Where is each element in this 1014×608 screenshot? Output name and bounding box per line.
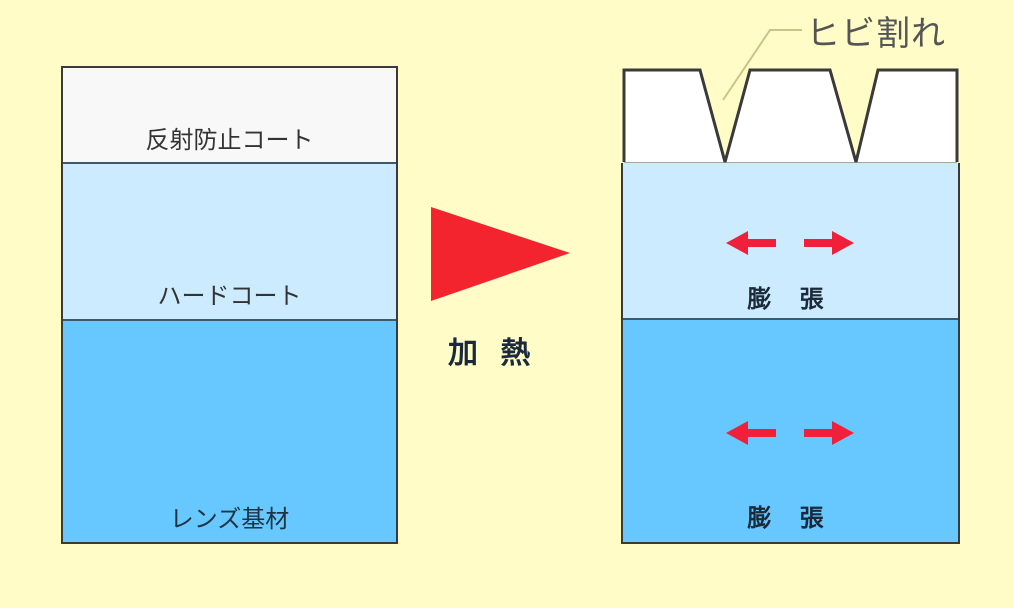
- heating-label: 加 熱: [448, 336, 537, 371]
- antireflection-coat-layer: 反射防止コート: [63, 68, 396, 163]
- hard-coat-expansion-label: 膨 張: [747, 285, 834, 313]
- before-heating-stack: 反射防止コート ハードコート レンズ基材: [61, 66, 398, 544]
- lens-base-label: レンズ基材: [169, 505, 290, 533]
- hard-coat-layer: ハードコート: [63, 164, 396, 320]
- expansion-arrows-icon: [726, 421, 854, 445]
- crack-label: ヒビ割れ: [806, 14, 946, 54]
- hard-coat-label: ハードコート: [157, 282, 302, 310]
- after-heating-stack: 膨 張 膨 張: [621, 163, 960, 544]
- layer-divider: [63, 162, 396, 164]
- hard-coat-layer-expanded: 膨 張: [623, 163, 958, 319]
- expansion-arrows-icon: [726, 231, 854, 255]
- heating-arrow-icon: [431, 207, 570, 301]
- antireflection-coat-label: 反射防止コート: [145, 126, 314, 154]
- layer-divider: [63, 319, 396, 321]
- lens-base-layer: レンズ基材: [63, 321, 396, 542]
- lens-base-layer-expanded: 膨 張: [623, 320, 958, 542]
- lens-base-expansion-label: 膨 張: [747, 504, 834, 532]
- layer-divider: [623, 318, 958, 320]
- crack-leader-line: [722, 29, 802, 101]
